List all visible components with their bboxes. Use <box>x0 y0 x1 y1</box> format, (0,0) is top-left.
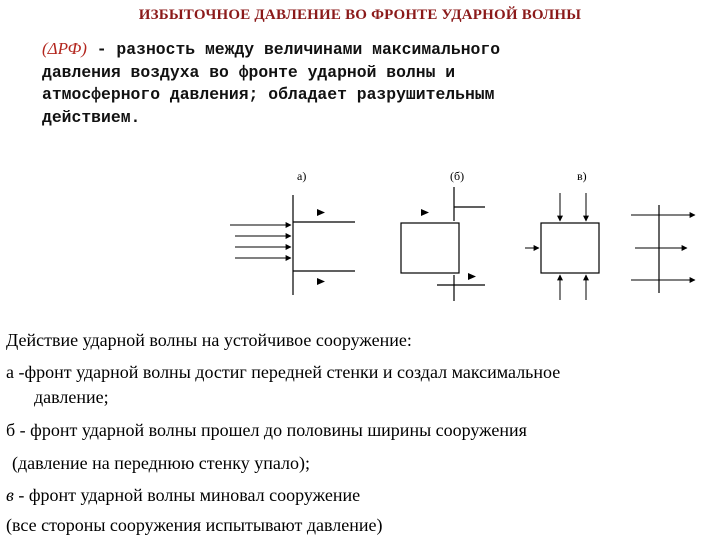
shock-wave-diagram: а) (б) в) <box>230 169 696 301</box>
caption-title: Действие ударной волны на устойчивое соо… <box>6 330 412 350</box>
definition-line-2: давления воздуха во фронте ударной волны… <box>42 62 456 82</box>
caption-item-b-text: - фронт ударной волны прошел до половины… <box>15 420 527 440</box>
caption-item-c-marker: в <box>6 485 14 505</box>
caption-item-a-continued: давление; <box>34 387 109 407</box>
panel-b-label: (б) <box>450 169 464 183</box>
definition-line-3: атмосферного давления; обладает разрушит… <box>42 85 495 104</box>
panel-c-building <box>540 222 600 274</box>
caption-item-b-marker: б <box>6 420 16 440</box>
definition-close-bracket: ) <box>81 39 87 58</box>
panel-b-building <box>400 222 460 274</box>
panel-a: а) <box>230 169 355 295</box>
panel-c-label: в) <box>577 169 587 183</box>
definition-line-1: - разность между величинами максимальног… <box>86 40 501 59</box>
caption-item-a: а -фронт ударной волны достиг передней с… <box>6 361 560 383</box>
caption-item-c-text: - фронт ударной волны миновал сооружение <box>13 485 361 505</box>
definition-text: (ΔРФ) - разность между величинами максим… <box>42 38 716 129</box>
panel-b-small-arrow-bottom <box>468 273 476 280</box>
caption-item-c: в - фронт ударной волны миновал сооружен… <box>6 484 360 506</box>
definition-open-bracket: ( <box>42 39 48 58</box>
definition-line-4: действием. <box>42 107 141 127</box>
caption-item-a-marker: а <box>6 362 14 382</box>
page-title: ИЗБЫТОЧНОЕ ДАВЛЕНИЕ ВО ФРОНТЕ УДАРНОЙ ВО… <box>138 7 582 23</box>
caption-item-c-continued: (все стороны сооружения испытывают давле… <box>6 515 383 535</box>
panel-a-small-arrow-bottom <box>317 278 325 285</box>
panel-a-label: а) <box>297 169 306 183</box>
caption-item-a-text: -фронт ударной волны достиг передней сте… <box>14 362 561 382</box>
panel-a-small-arrow-top <box>317 209 325 216</box>
panel-b: (б) <box>400 169 485 301</box>
caption-item-b: б - фронт ударной волны прошел до полови… <box>6 419 527 441</box>
panel-b-small-arrow-top <box>421 209 429 216</box>
panel-c: в) <box>525 169 696 300</box>
definition-abbr: ΔРФ <box>47 39 82 58</box>
caption-item-b-continued: (давление на переднюю стенку упало); <box>12 453 311 473</box>
